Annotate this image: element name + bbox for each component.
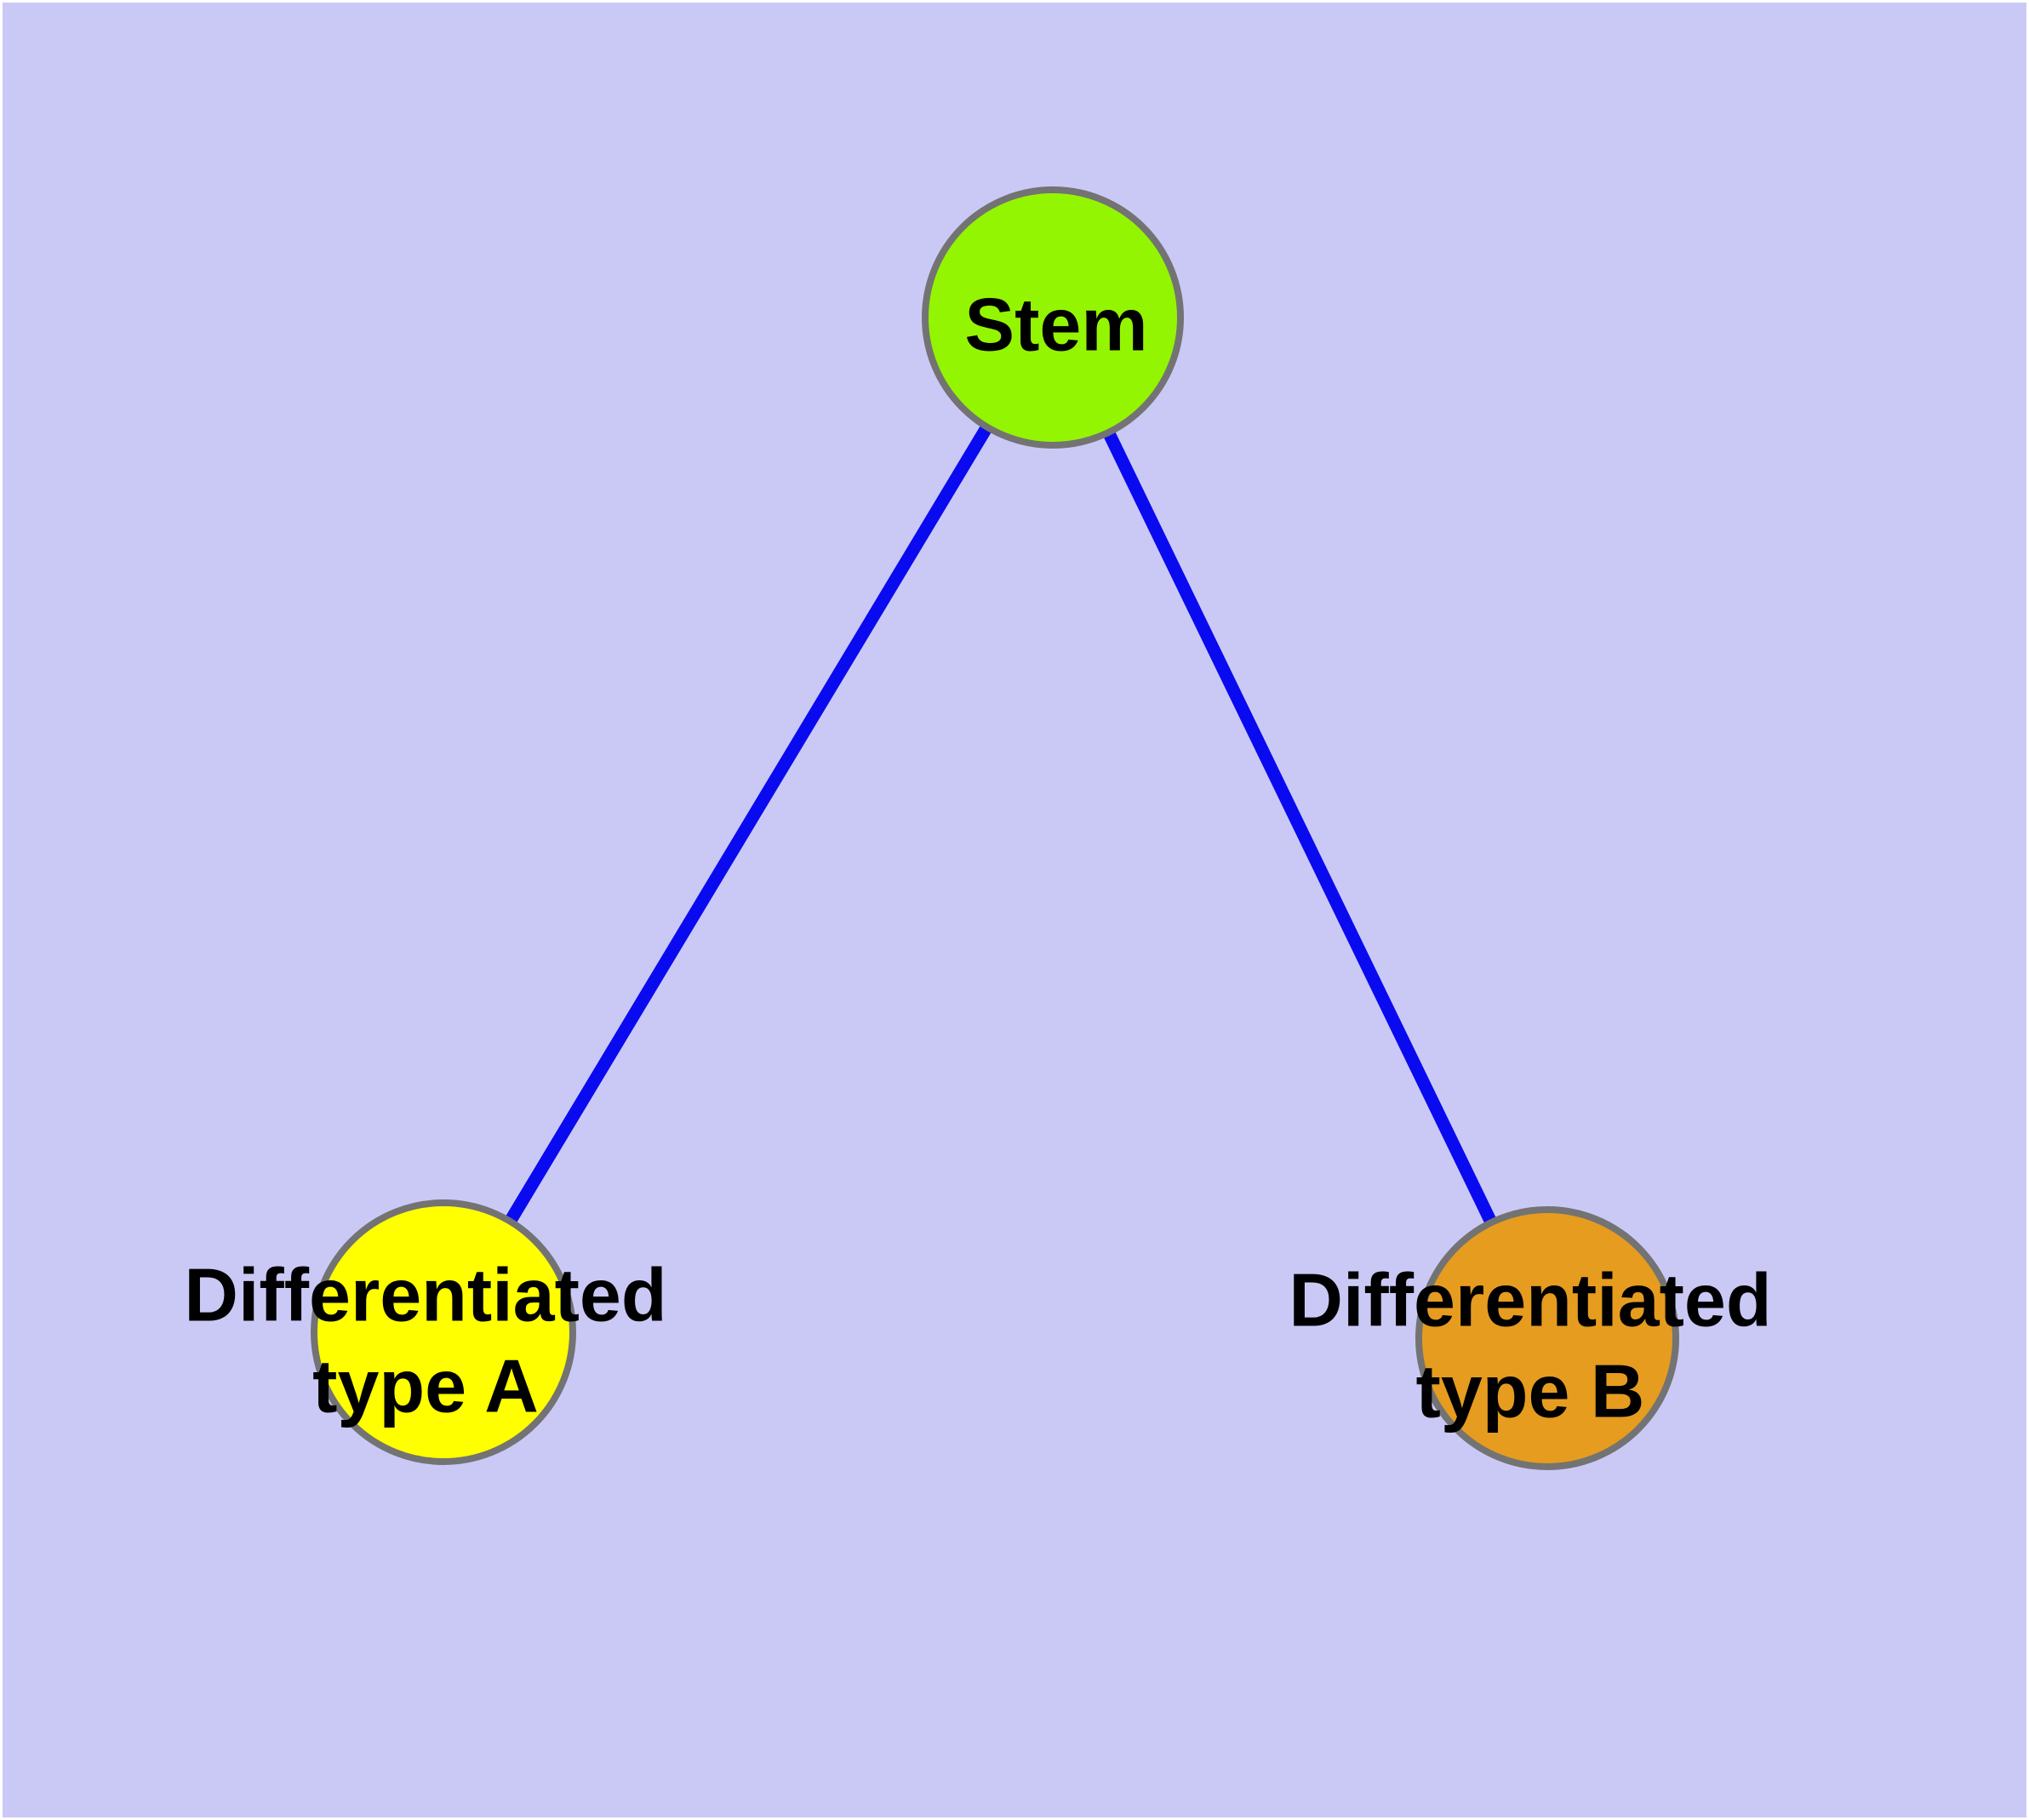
graph-svg: [311, 186, 1679, 1470]
node-type-a-circle: [311, 1199, 576, 1465]
node-type-b-circle: [1415, 1206, 1679, 1470]
node-type-a-label: Differentiated type A: [184, 1252, 667, 1428]
diagram-canvas: Stem Differentiated type A Differentiate…: [3, 3, 2026, 1817]
edge-stem-to-type-a: [437, 314, 1059, 1336]
node-stem-label: Stem: [964, 282, 1148, 367]
node-type-b-label: Differentiated type B: [1289, 1257, 1772, 1434]
edge-stem-to-type-b: [1047, 314, 1553, 1342]
node-stem-circle: [922, 186, 1184, 449]
